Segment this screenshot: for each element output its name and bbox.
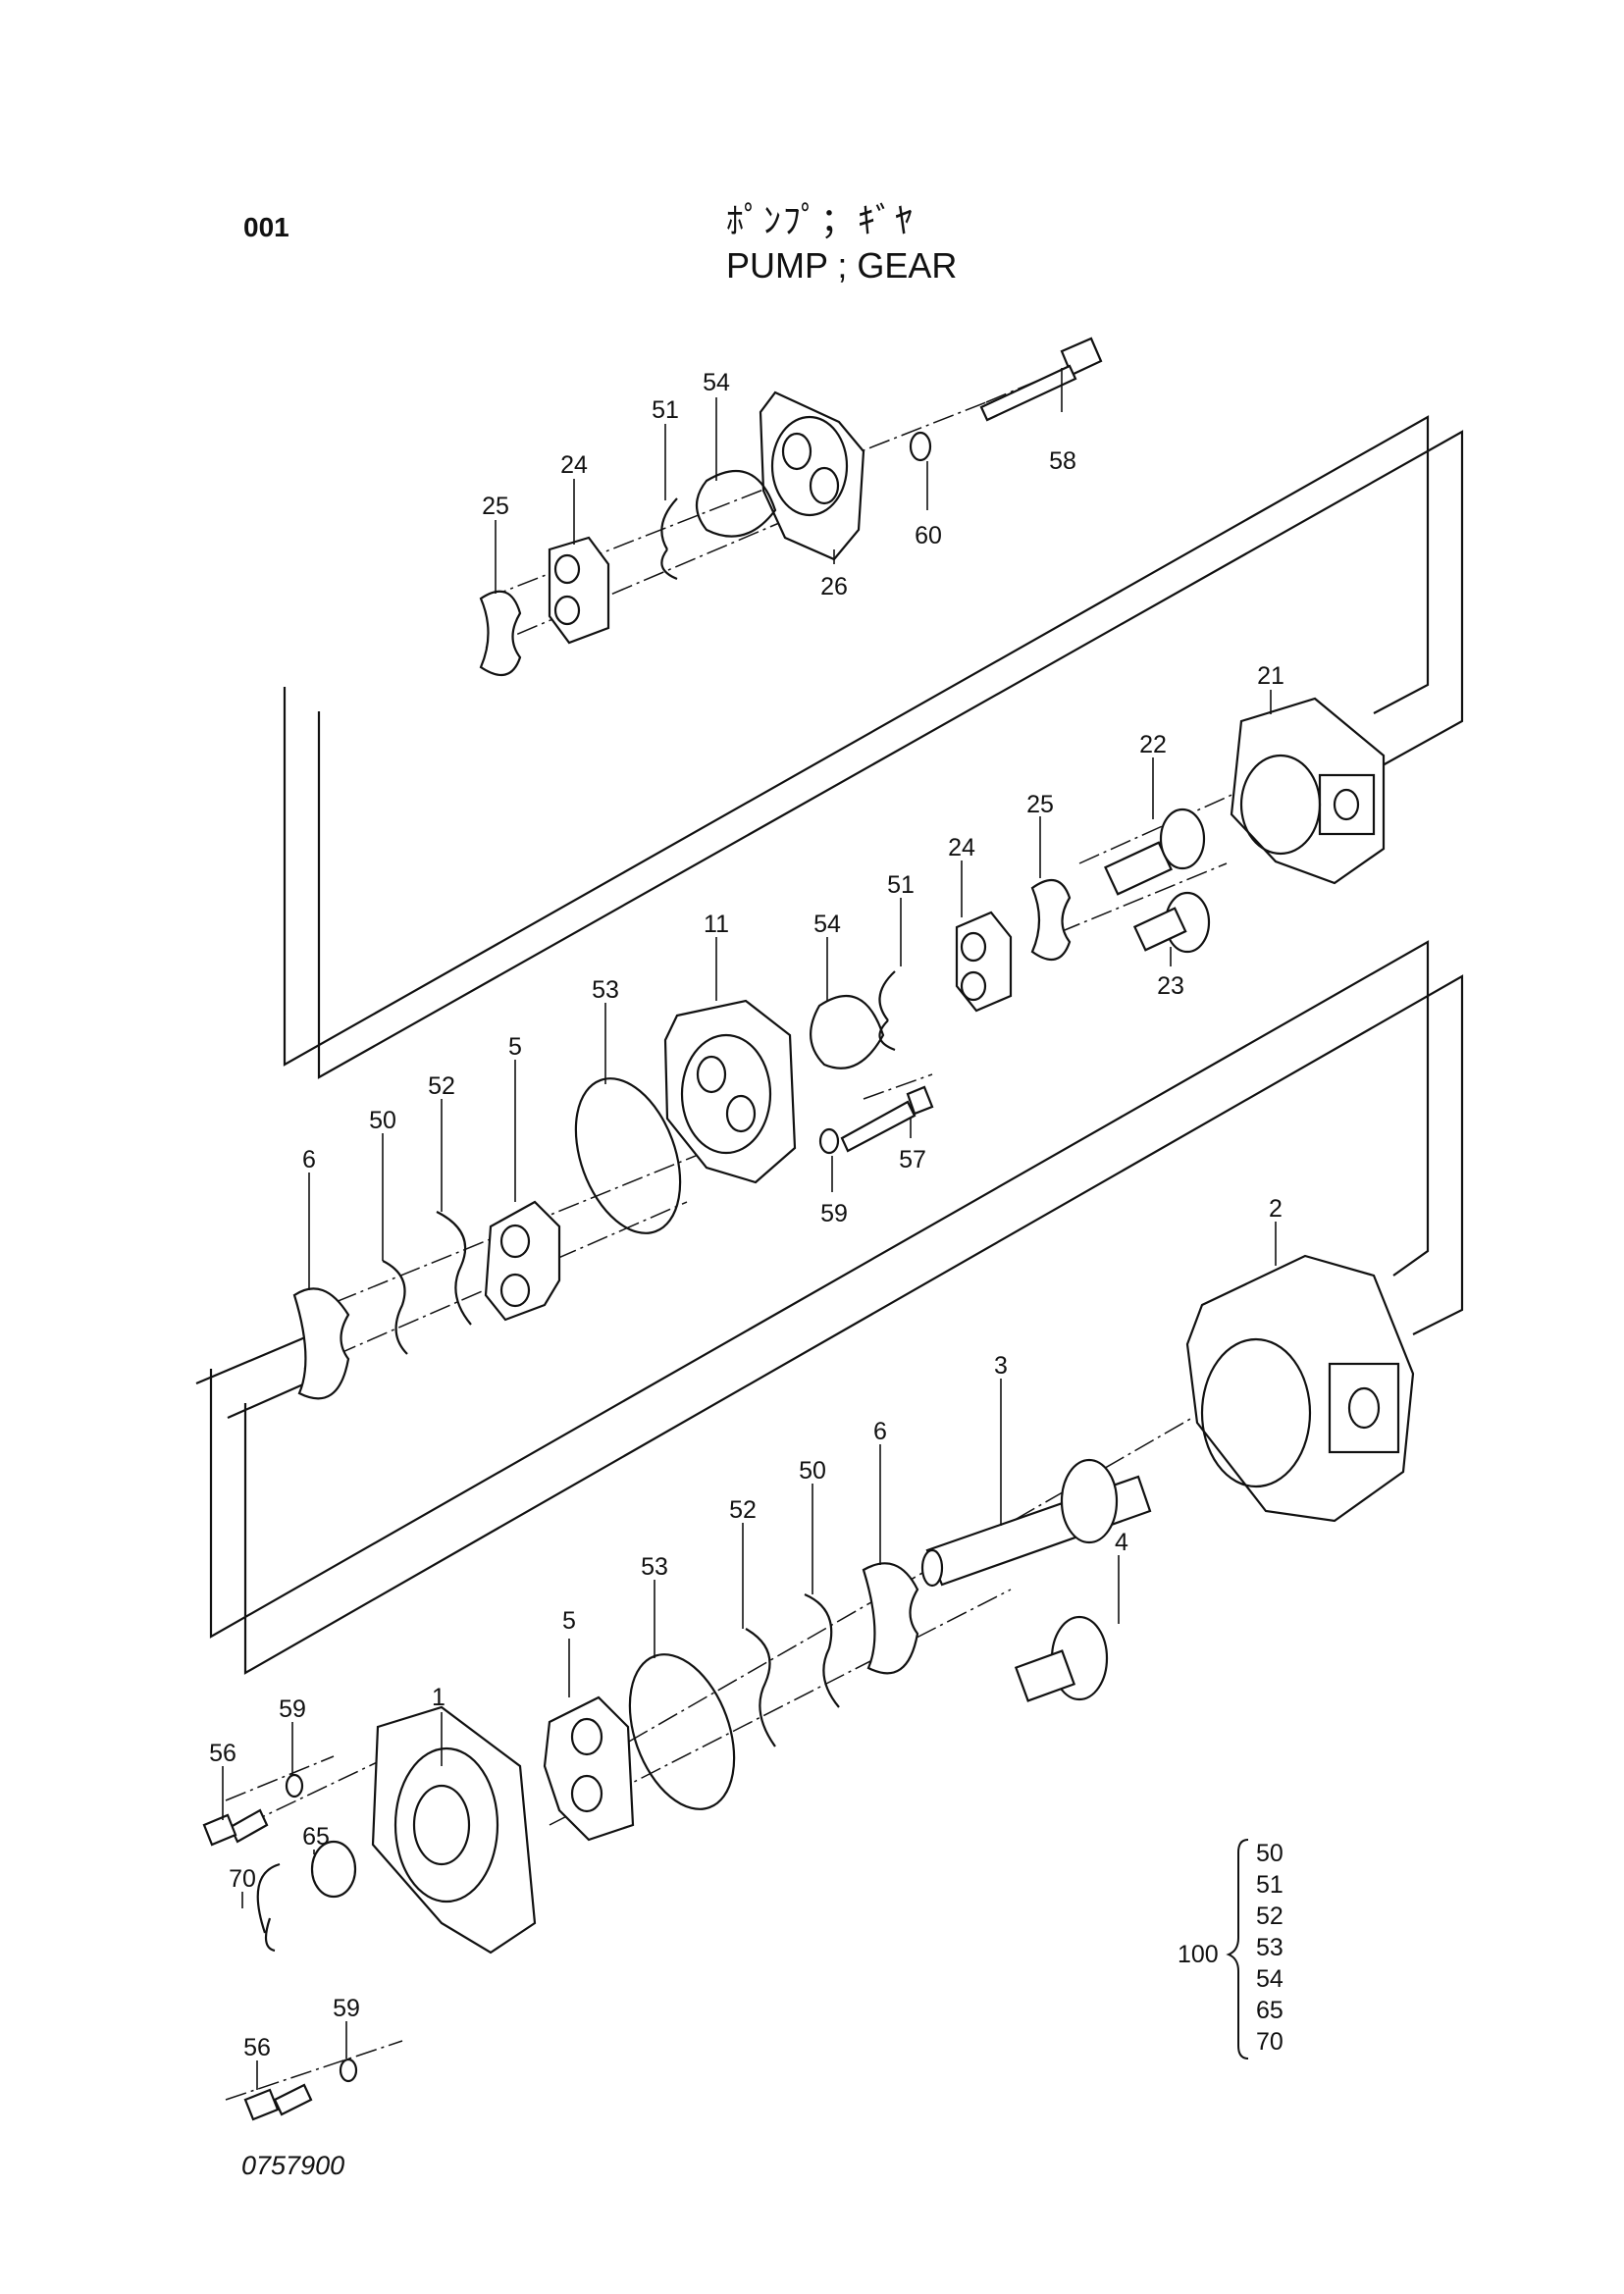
callout-53: 53 — [592, 976, 619, 1004]
callout-50: 50 — [369, 1107, 396, 1134]
callout-54: 54 — [703, 369, 730, 396]
kit-item: 51 — [1256, 1871, 1283, 1899]
seal-54-middle — [810, 994, 885, 1069]
callout-4: 4 — [1115, 1529, 1128, 1556]
callout-6: 6 — [302, 1146, 316, 1173]
snap-ring-70 — [256, 1862, 281, 1953]
callout-54: 54 — [813, 911, 841, 938]
callout-25: 25 — [482, 493, 509, 520]
seal-54-upper — [695, 469, 777, 538]
ring-52-middle — [436, 1211, 472, 1326]
o-ring-53-middle — [574, 1077, 682, 1234]
driven-gear-23 — [1132, 891, 1211, 954]
bushing-5-middle — [484, 1200, 561, 1322]
drive-gear-22 — [1104, 808, 1206, 896]
backup-ring-51-upper — [660, 497, 678, 581]
drive-shaft-3 — [920, 1458, 1152, 1588]
callout-57: 57 — [899, 1146, 926, 1173]
title-english: PUMP ; GEAR — [726, 245, 958, 286]
callout-58: 58 — [1049, 447, 1076, 475]
callouts: 58 54 51 24 25 26 60 21 22 23 25 24 51 5… — [209, 368, 1284, 2090]
plate-25-upper — [479, 590, 522, 677]
callout-53: 53 — [641, 1553, 668, 1581]
bolt-58 — [979, 337, 1103, 422]
kit-item: 70 — [1256, 2028, 1283, 2056]
plate-6-lower — [862, 1562, 919, 1675]
callout-5: 5 — [562, 1607, 576, 1635]
bolt-56-lower — [243, 2083, 313, 2121]
callout-50: 50 — [799, 1457, 826, 1485]
oil-seal-65 — [310, 1840, 357, 1899]
callout-59: 59 — [279, 1695, 306, 1723]
callout-2: 2 — [1269, 1195, 1283, 1223]
callout-52: 52 — [428, 1072, 455, 1100]
front-cover-1 — [371, 1705, 537, 1955]
callout-56: 56 — [243, 2034, 271, 2061]
ring-50-middle — [382, 1260, 408, 1355]
kit-item: 50 — [1256, 1840, 1283, 1867]
callout-11: 11 — [704, 911, 729, 938]
callout-70: 70 — [229, 1865, 256, 1893]
ring-50-lower — [804, 1592, 840, 1708]
callout-22: 22 — [1139, 731, 1167, 758]
callout-23: 23 — [1157, 972, 1184, 1000]
washer-59-lower-left — [339, 2058, 358, 2083]
callout-3: 3 — [994, 1352, 1008, 1380]
callout-24: 24 — [948, 834, 975, 861]
bushing-24-upper — [548, 536, 610, 645]
bushing-5-lower — [543, 1695, 635, 1842]
kit-item: 52 — [1256, 1903, 1283, 1930]
plate-6-middle — [292, 1287, 350, 1400]
callout-52: 52 — [729, 1496, 757, 1524]
callout-1: 1 — [432, 1684, 445, 1711]
washer-59-upper-left — [285, 1773, 304, 1799]
plate-25-middle — [1030, 878, 1072, 962]
callout-56: 56 — [209, 1740, 236, 1767]
callout-21: 21 — [1257, 662, 1284, 690]
callout-6: 6 — [873, 1418, 887, 1445]
bolt-57 — [840, 1085, 934, 1153]
body-2 — [1185, 1254, 1415, 1523]
flange-26 — [759, 391, 865, 561]
callout-5: 5 — [508, 1033, 522, 1061]
page-number: 001 — [243, 212, 289, 242]
cover-11 — [663, 999, 797, 1184]
callout-51: 51 — [652, 396, 679, 424]
title-japanese: ﾎﾟﾝﾌﾟ；ｷﾞﾔ — [726, 200, 916, 240]
kit-number: 100 — [1178, 1941, 1219, 1968]
ring-52-lower — [745, 1628, 776, 1747]
bolt-56-upper — [202, 1808, 269, 1847]
callout-51: 51 — [887, 871, 915, 899]
callout-26: 26 — [820, 573, 848, 600]
kit-item: 65 — [1256, 1997, 1283, 2024]
drawing-number: 0757900 — [241, 2151, 345, 2180]
bushing-24-middle — [955, 911, 1013, 1013]
kit-item: 54 — [1256, 1965, 1283, 1993]
kit-listing: 100 50 51 52 53 54 65 70 — [1178, 1839, 1283, 2059]
backup-ring-51-middle — [878, 970, 896, 1052]
callout-25: 25 — [1026, 791, 1054, 818]
callout-59: 59 — [333, 1995, 360, 2022]
assembly-guide-frames — [195, 415, 1464, 1675]
body-21 — [1230, 697, 1386, 885]
callout-24: 24 — [560, 451, 588, 479]
kit-item: 53 — [1256, 1934, 1283, 1961]
callout-65: 65 — [302, 1823, 330, 1851]
driven-gear-4 — [1014, 1615, 1109, 1702]
washer-59-middle — [818, 1127, 840, 1155]
callout-60: 60 — [915, 522, 942, 549]
callout-59: 59 — [820, 1200, 848, 1227]
washer-60 — [909, 431, 932, 462]
